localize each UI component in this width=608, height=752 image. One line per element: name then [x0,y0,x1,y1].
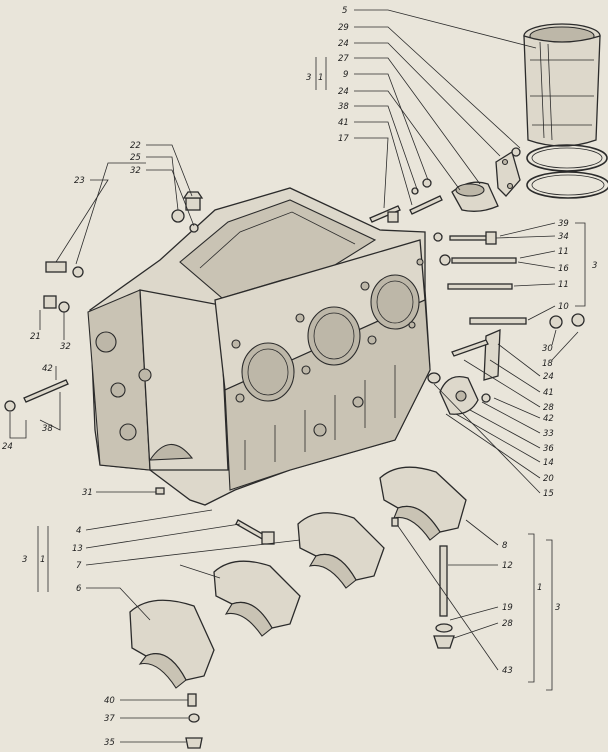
callout-42: 42 [543,414,554,424]
callout-38: 38 [42,424,53,434]
callout-41: 41 [338,118,349,128]
group-label-3: 3 [306,73,311,83]
fasteners-40-37-35 [185,693,203,749]
callout-28: 28 [502,619,513,629]
plug-23 [45,261,84,278]
nut-9 [422,178,432,188]
plate-24 [495,150,521,197]
callout-18: 18 [542,359,553,369]
callout-7: 7 [76,561,82,571]
bracket-24-41 [451,328,501,381]
callout-43: 43 [502,666,513,676]
callout-22: 22 [130,141,141,151]
bearing-cap-8 [379,466,467,541]
stud-38 [409,195,443,215]
callout-13: 13 [72,544,83,554]
callout-40: 40 [104,696,115,706]
bushing-27 [451,181,499,212]
washer-32 [189,223,199,233]
pin-43 [391,517,399,527]
group-label-1: 1 [40,555,45,565]
callout-21: 21 [30,332,41,342]
callout-16: 16 [558,264,569,274]
callout-23: 23 [74,176,85,186]
callout-24: 24 [2,442,13,452]
group-label-1: 1 [318,73,323,83]
pin-31 [155,487,165,495]
callout-32: 32 [60,342,71,352]
callout-27: 27 [338,54,349,64]
bolt-13 [235,519,275,545]
callout-31: 31 [82,488,93,498]
callout-24: 24 [338,39,349,49]
callout-29: 29 [338,23,349,33]
callout-39: 39 [558,219,569,229]
callout-15: 15 [543,489,554,499]
stud-10 [469,313,585,329]
callout-19: 19 [502,603,513,613]
bearing-cap-7a [297,512,385,589]
cylinder-liner [523,23,601,147]
piston-rings [526,144,608,199]
gasket-25 [171,209,185,223]
bolt-34 [433,231,497,245]
callout-38: 38 [338,102,349,112]
bearing-cap-7b [213,560,301,637]
group-label-3: 3 [22,555,27,565]
plug-21 [43,295,70,313]
callout-4: 4 [76,526,81,536]
callout-41: 41 [543,388,554,398]
group-label-3: 3 [592,261,597,271]
callout-5: 5 [342,6,347,16]
stud-17 [369,205,401,223]
callout-17: 17 [338,134,349,144]
callout-37: 37 [104,714,115,724]
bolt-16 [439,254,517,266]
callout-35: 35 [104,738,115,748]
bearing-cap-6 [129,599,215,689]
callout-11: 11 [558,247,569,257]
washer-33 [481,393,491,403]
callout-36: 36 [543,444,554,454]
group-label-1: 1 [537,583,542,593]
callout-10: 10 [558,302,569,312]
plug-22 [182,191,204,211]
callout-24: 24 [543,372,554,382]
callout-24: 24 [338,87,349,97]
callout-32: 32 [130,166,141,176]
callout-9: 9 [343,70,348,80]
callout-12: 12 [502,561,513,571]
stud-12 [433,545,455,649]
callout-30: 30 [542,344,553,354]
group-label-3: 3 [555,603,560,613]
callout-11: 11 [558,280,569,290]
engine-block [87,187,431,506]
callout-20: 20 [543,474,554,484]
stud-42-left [4,379,69,412]
bolt-11 [447,283,513,290]
callout-42: 42 [42,364,53,374]
callout-labels: 5 29 24 27 9 24 38 41 17 3 1 22 25 32 23… [2,6,597,748]
callout-34: 34 [558,232,569,242]
cover-20 [427,372,479,415]
washer-29 [511,147,521,157]
callout-33: 33 [543,429,554,439]
callout-28: 28 [543,403,554,413]
callout-8: 8 [502,541,508,551]
callout-25: 25 [130,153,141,163]
callout-6: 6 [76,584,82,594]
leader-lines [9,9,586,743]
callout-14: 14 [543,458,554,468]
